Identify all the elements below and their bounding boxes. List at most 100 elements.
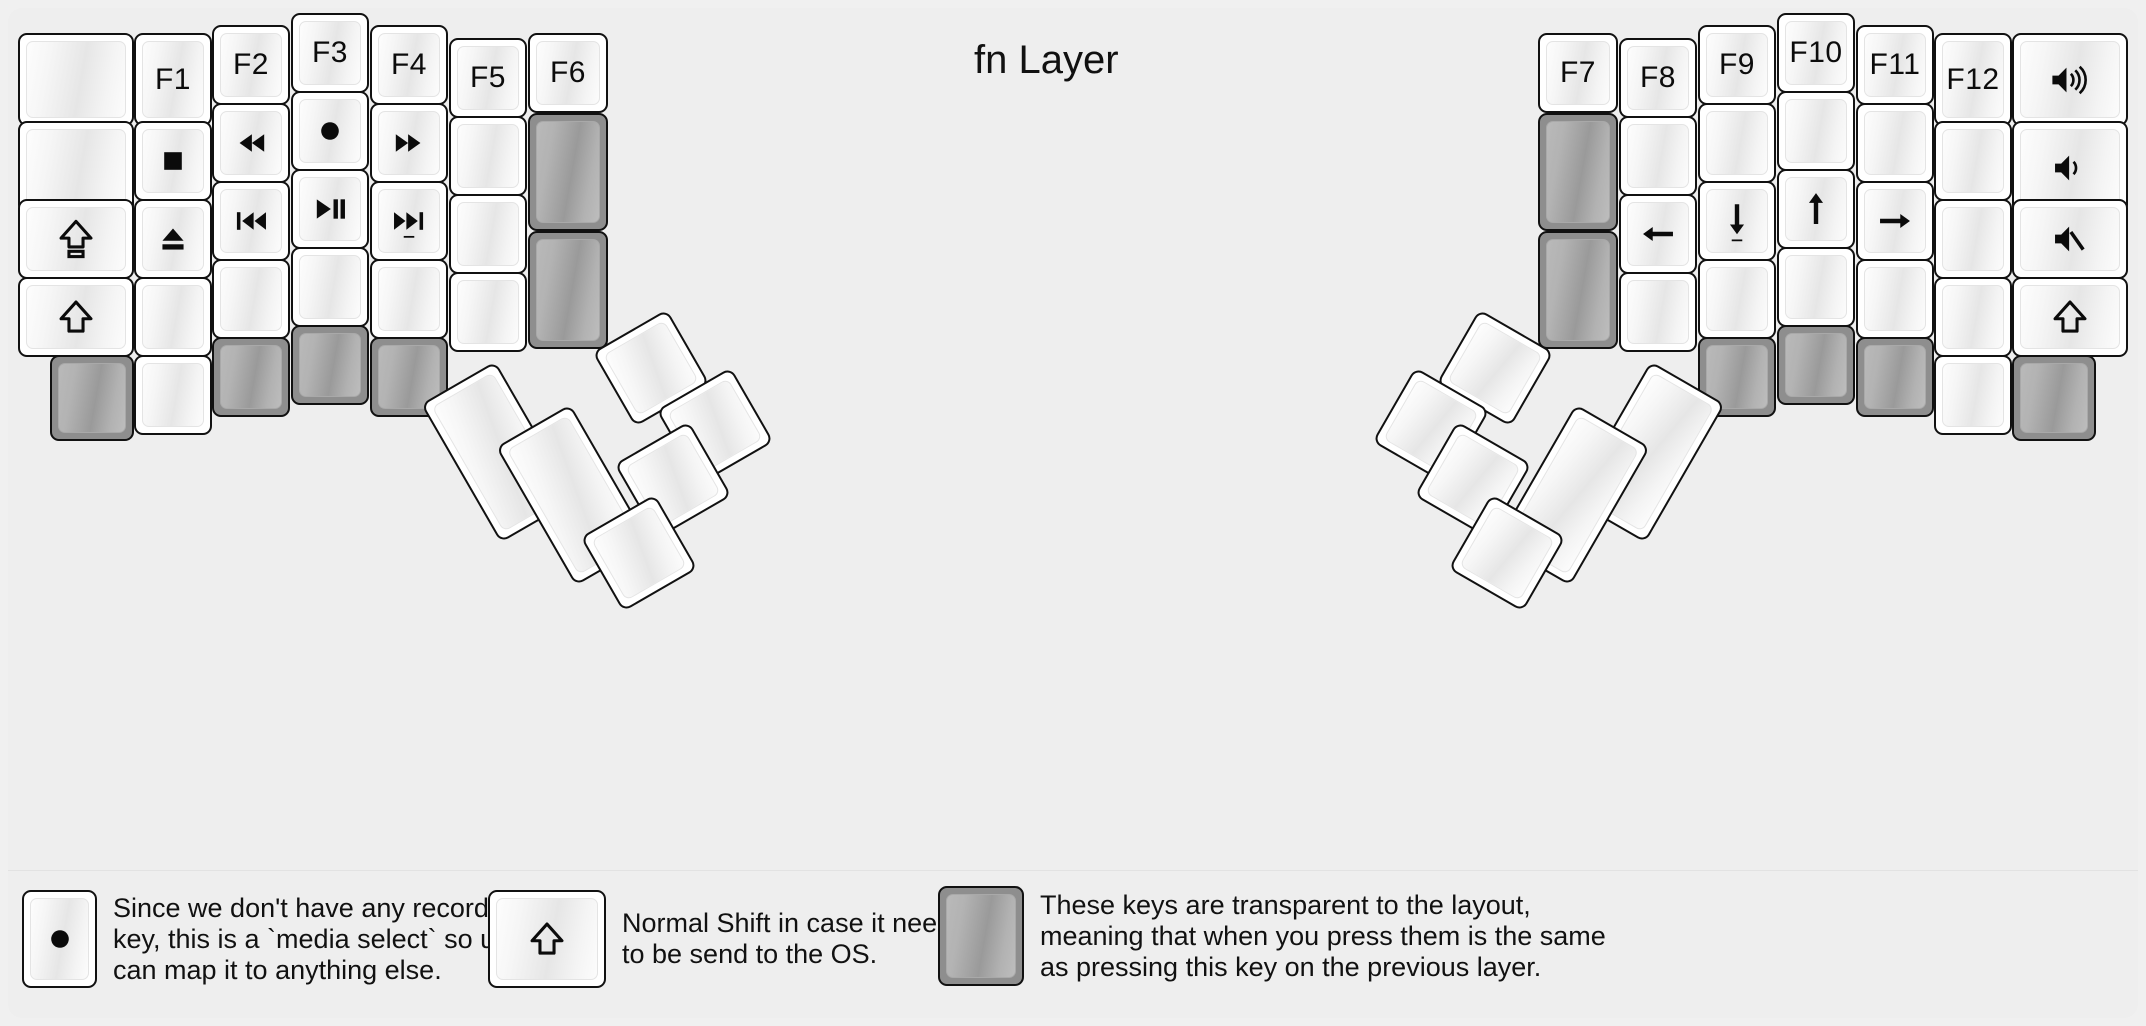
right-key-blank[interactable]: [1934, 121, 2012, 201]
left-key-blank[interactable]: [449, 194, 527, 274]
left-key-f5[interactable]: F5: [449, 38, 527, 118]
right-key-blank[interactable]: [1777, 247, 1855, 327]
left-key-f6[interactable]: F6: [528, 33, 608, 113]
left-key-media-stop[interactable]: [134, 121, 212, 201]
left-key-transparent[interactable]: [528, 231, 608, 349]
right-key-blank[interactable]: [1934, 355, 2012, 435]
left-key-f4[interactable]: F4: [370, 25, 448, 105]
left-key-f2[interactable]: F2: [212, 25, 290, 105]
media-next-track-icon: [387, 199, 431, 243]
left-key-caps-lock[interactable]: [18, 199, 134, 279]
page-title: fn Layer: [974, 38, 1119, 82]
keycap-surface: [1706, 33, 1768, 97]
keycap-surface: [142, 41, 204, 118]
right-key-shift[interactable]: [2012, 277, 2128, 357]
left-key-blank[interactable]: [449, 116, 527, 196]
right-key-f12[interactable]: F12: [1934, 33, 2012, 126]
right-key-volume-up[interactable]: [2012, 33, 2128, 126]
right-key-blank[interactable]: [1934, 277, 2012, 357]
left-key-transparent[interactable]: [50, 355, 134, 441]
arrow-down-icon: [1715, 199, 1759, 243]
keycap-surface: [220, 33, 282, 97]
right-key-volume-down[interactable]: [2012, 121, 2128, 214]
keycap-surface: [142, 285, 204, 349]
keycap-surface: [1942, 363, 2004, 427]
right-key-transparent[interactable]: [1777, 325, 1855, 405]
left-key-blank[interactable]: [291, 247, 369, 327]
right-key-blank[interactable]: [1698, 259, 1776, 339]
right-key-transparent[interactable]: [1538, 231, 1618, 349]
keycap-surface: [457, 46, 519, 110]
media-stop-icon: [151, 139, 195, 183]
left-key-media-play-pause[interactable]: [291, 169, 369, 249]
right-key-blank[interactable]: [1698, 103, 1776, 183]
left-key-media-fast-forward[interactable]: [370, 103, 448, 183]
left-key-blank[interactable]: [212, 259, 290, 339]
keycap-surface: [2020, 285, 2120, 349]
caps-lock-icon: [54, 217, 98, 261]
right-key-f11[interactable]: F11: [1856, 25, 1934, 105]
legend-item-3: These keys are transparent to the layout…: [938, 886, 1606, 986]
keycap-surface: [220, 111, 282, 175]
left-key-blank[interactable]: [134, 277, 212, 357]
left-key-f1[interactable]: F1: [134, 33, 212, 126]
keycap-surface: [1942, 285, 2004, 349]
media-prev-track-icon: [229, 199, 273, 243]
right-key-blank[interactable]: [1619, 272, 1697, 352]
right-key-volume-mute[interactable]: [2012, 199, 2128, 279]
right-key-f10[interactable]: F10: [1777, 13, 1855, 93]
right-key-arrow-left[interactable]: [1619, 194, 1697, 274]
left-key-transparent[interactable]: [212, 337, 290, 417]
legend-item-1: Since we don't have any recording key, t…: [22, 890, 533, 988]
left-key-media-next-track[interactable]: [370, 181, 448, 261]
keycap-surface: [1785, 21, 1847, 85]
right-key-transparent[interactable]: [1856, 337, 1934, 417]
keycap-surface: [1864, 267, 1926, 331]
keycap-surface: [1546, 239, 1610, 341]
left-key-media-prev-track[interactable]: [212, 181, 290, 261]
right-key-arrow-up[interactable]: [1777, 169, 1855, 249]
right-key-f9[interactable]: F9: [1698, 25, 1776, 105]
left-key-blank[interactable]: [449, 272, 527, 352]
left-key-transparent[interactable]: [291, 325, 369, 405]
keycap-surface: [1864, 345, 1926, 409]
right-key-blank[interactable]: [1856, 103, 1934, 183]
right-key-transparent[interactable]: [2012, 355, 2096, 441]
right-key-transparent[interactable]: [1538, 113, 1618, 231]
keycap-surface: [2020, 129, 2120, 206]
keycap-surface: [536, 239, 600, 341]
keycap-surface: [58, 363, 126, 433]
arrow-left-icon: [1636, 212, 1680, 256]
left-key-media-record[interactable]: [291, 91, 369, 171]
right-key-blank[interactable]: [1934, 199, 2012, 279]
legend-key-1: [22, 890, 97, 988]
shift-icon: [2048, 295, 2092, 339]
left-key-transparent[interactable]: [528, 113, 608, 231]
keycap-surface: [299, 21, 361, 85]
keycap-surface: [1864, 111, 1926, 175]
keycap-surface: [299, 255, 361, 319]
left-key-blank[interactable]: [18, 121, 134, 214]
left-key-blank[interactable]: [134, 355, 212, 435]
left-key-shift[interactable]: [18, 277, 134, 357]
left-key-f3[interactable]: F3: [291, 13, 369, 93]
keycap-surface: [1627, 124, 1689, 188]
right-key-blank[interactable]: [1619, 116, 1697, 196]
left-key-media-rewind[interactable]: [212, 103, 290, 183]
legend-text-2: Normal Shift in case it needs to be send…: [622, 908, 966, 969]
arrow-right-icon: [1873, 199, 1917, 243]
media-play-pause-icon: [308, 187, 352, 231]
right-key-arrow-right[interactable]: [1856, 181, 1934, 261]
right-key-blank[interactable]: [1777, 91, 1855, 171]
right-key-f7[interactable]: F7: [1538, 33, 1618, 113]
keycap-surface: [1785, 333, 1847, 397]
left-key-media-eject[interactable]: [134, 199, 212, 279]
keycap-surface: [26, 41, 126, 118]
keycap-surface: [1546, 41, 1610, 105]
right-key-blank[interactable]: [1856, 259, 1934, 339]
keycap-surface: [1706, 111, 1768, 175]
right-key-arrow-down[interactable]: [1698, 181, 1776, 261]
right-key-f8[interactable]: F8: [1619, 38, 1697, 118]
left-key-blank[interactable]: [18, 33, 134, 126]
left-key-blank[interactable]: [370, 259, 448, 339]
